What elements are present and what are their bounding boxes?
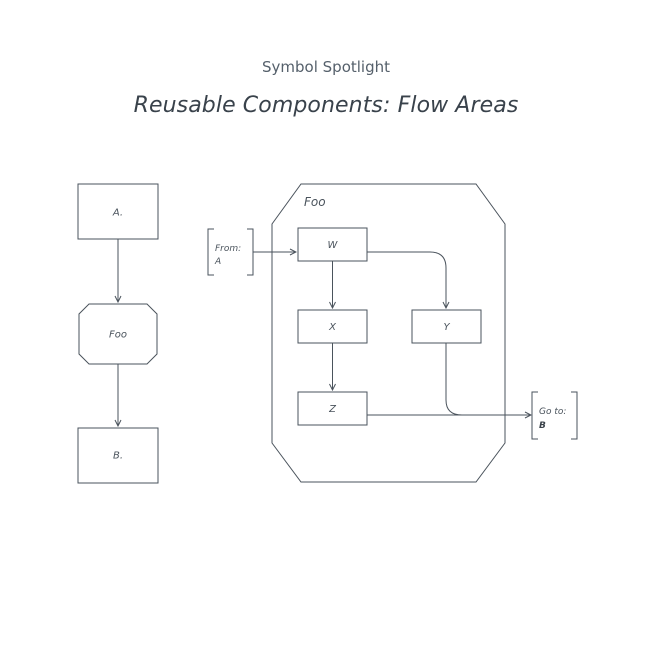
from-connector[interactable]: From: A: [207, 228, 254, 276]
node-a[interactable]: A.: [77, 183, 159, 240]
left-flow: A. Foo B.: [77, 183, 159, 484]
flow-area-name: Foo: [304, 195, 326, 209]
node-z[interactable]: Z: [297, 391, 368, 426]
node-z-label: Z: [328, 404, 337, 415]
node-foo-reference[interactable]: Foo: [78, 303, 158, 365]
node-a-label: A.: [112, 208, 123, 219]
node-w[interactable]: W: [297, 227, 368, 262]
node-b-label: B.: [113, 451, 123, 462]
node-w-label: W: [328, 240, 339, 251]
node-y[interactable]: Y: [411, 309, 482, 344]
from-label: From:: [215, 244, 241, 254]
node-y-label: Y: [443, 322, 450, 333]
edge-w-y: [367, 251, 446, 308]
node-foo-label: Foo: [109, 330, 127, 341]
node-x-label: X: [328, 322, 337, 333]
node-b[interactable]: B.: [77, 427, 159, 484]
page-subtitle: Symbol Spotlight: [262, 58, 390, 76]
from-value: A: [214, 257, 221, 267]
goto-connector[interactable]: Go to: B: [531, 391, 578, 440]
goto-value: B: [539, 421, 546, 431]
node-x[interactable]: X: [297, 309, 368, 344]
goto-label: Go to:: [539, 407, 566, 417]
page-title: Reusable Components: Flow Areas: [133, 93, 519, 118]
